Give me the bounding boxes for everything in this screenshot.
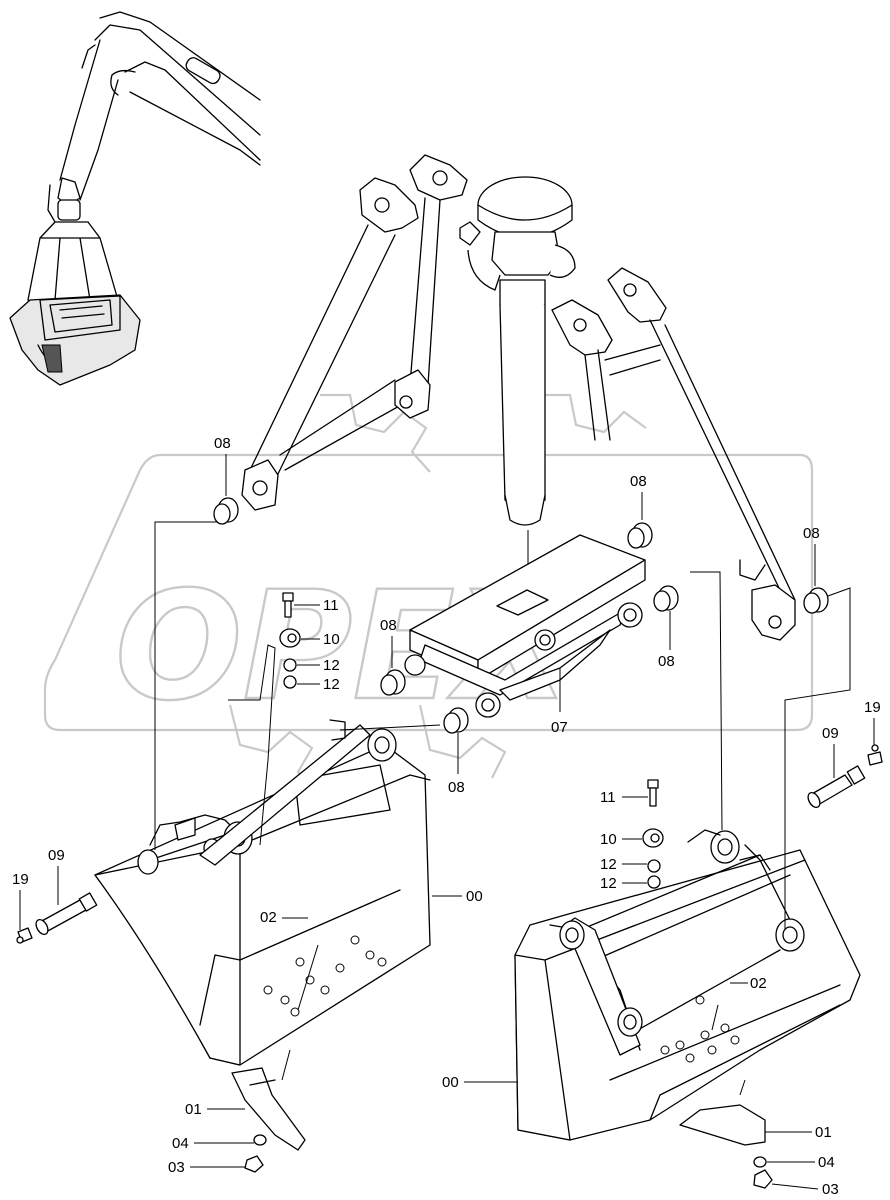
callout-04-right: 04 <box>818 1154 835 1171</box>
callout-01-left: 01 <box>185 1101 202 1118</box>
callout-12-left-b: 12 <box>323 676 340 693</box>
assembly-lines <box>154 521 851 1096</box>
opex-watermark: OPEX <box>43 393 814 791</box>
callout-10-right: 10 <box>600 831 617 848</box>
callouts: 08 08 08 08 08 08 11 10 12 12 07 19 09 1… <box>12 435 881 1198</box>
callout-04-left: 04 <box>172 1135 189 1152</box>
callout-10-left: 10 <box>323 631 340 648</box>
callout-19-left: 19 <box>12 871 29 888</box>
callout-12-right-b: 12 <box>600 875 617 892</box>
callout-11-left: 11 <box>323 597 339 614</box>
right-bucket-shell-00 <box>514 829 861 1189</box>
callout-09-right: 09 <box>822 725 839 742</box>
nut-12-left-a <box>283 658 297 672</box>
bushing-08-left <box>213 497 239 525</box>
callout-07: 07 <box>551 719 568 736</box>
callout-03-left: 03 <box>168 1159 185 1176</box>
callout-08-left: 08 <box>214 435 231 452</box>
callout-12-left-a: 12 <box>323 657 340 674</box>
grease-fitting-19-right <box>867 744 883 766</box>
nut-12-left-b <box>283 675 297 689</box>
callout-08-mid-right: 08 <box>658 653 675 670</box>
callout-19-right: 19 <box>864 699 881 716</box>
left-bucket-shell-00 <box>94 719 431 1173</box>
bushing-08-mid-top <box>627 522 653 549</box>
right-arm <box>551 267 796 641</box>
callout-08-bottom: 08 <box>448 779 465 796</box>
callout-01-right: 01 <box>815 1124 832 1141</box>
grease-fitting-19-left <box>16 927 33 944</box>
left-arm <box>241 154 468 511</box>
bolt-11-left <box>282 592 294 618</box>
bolt-holes-right <box>660 995 740 1063</box>
washer-10-right <box>642 828 664 848</box>
callout-00-right: 00 <box>442 1074 459 1091</box>
callout-09-left: 09 <box>48 847 65 864</box>
bushing-08-mid-right <box>653 585 679 612</box>
bushing-08-center <box>380 669 406 696</box>
hydraulic-cylinder <box>459 176 576 598</box>
bushing-08-bottom <box>443 707 469 734</box>
callout-08-center: 08 <box>380 617 397 634</box>
callout-08-right: 08 <box>803 525 820 542</box>
callout-12-right-a: 12 <box>600 856 617 873</box>
callout-03-right: 03 <box>822 1181 839 1198</box>
crosshead-07 <box>404 534 646 718</box>
callout-11-right: 11 <box>600 789 616 806</box>
crane-grab-inset <box>9 11 261 386</box>
washer-10-left <box>279 628 301 648</box>
callout-00-left: 00 <box>466 888 483 905</box>
callout-08-mid-top: 08 <box>630 473 647 490</box>
nut-12-right-b <box>647 875 661 889</box>
bolt-11-right <box>647 779 659 807</box>
callout-02-left: 02 <box>260 909 277 926</box>
callout-02-right: 02 <box>750 975 767 992</box>
pin-09-right <box>807 765 866 809</box>
nut-12-right-a <box>647 859 661 873</box>
bolt-holes-left <box>263 935 387 1017</box>
pin-09-left <box>35 892 98 936</box>
bushing-08-right <box>803 587 829 614</box>
